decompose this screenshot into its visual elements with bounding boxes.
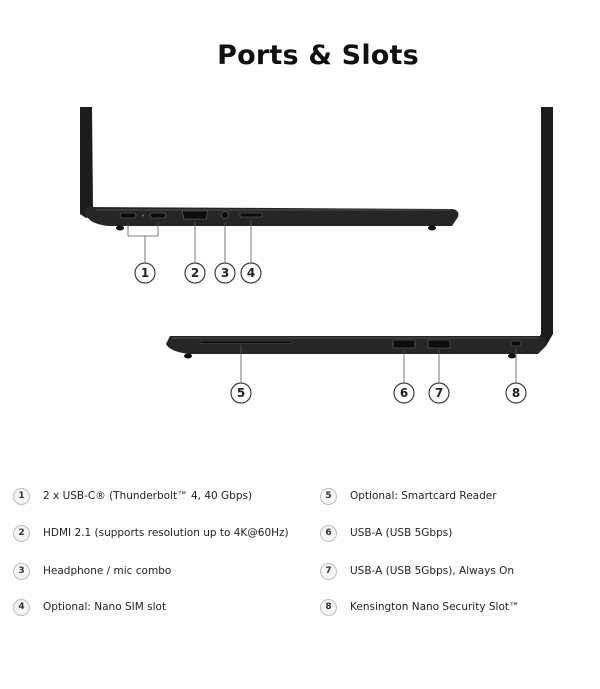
svg-text:6: 6 <box>400 386 408 400</box>
svg-text:5: 5 <box>237 386 245 400</box>
hdmi-port <box>181 210 209 220</box>
callout-1: 1 <box>134 262 156 284</box>
callout-2: 2 <box>184 262 206 284</box>
legend-item-3: 3 Headphone / mic combo <box>13 561 171 581</box>
svg-text:1: 1 <box>141 266 149 280</box>
left-view-base-edge <box>96 209 450 211</box>
left-view-foot-right <box>428 225 436 231</box>
legend-badge: 3 <box>13 562 30 580</box>
ports-diagram: 1 2 3 4 5 6 7 8 <box>80 107 553 404</box>
headphone-jack <box>221 211 229 219</box>
svg-text:4: 4 <box>247 266 255 280</box>
left-view-lid <box>80 107 98 218</box>
right-view-lid <box>536 107 553 346</box>
left-view-base <box>86 207 459 226</box>
laptop-right-side-view <box>166 107 553 359</box>
svg-text:3: 3 <box>221 266 229 280</box>
legend-text: Kensington Nano Security Slot™ <box>350 601 520 613</box>
leader-lines-top <box>127 220 252 262</box>
usb-a-port-2 <box>427 339 451 349</box>
kensington-slot <box>510 340 522 347</box>
callout-6: 6 <box>393 382 415 404</box>
svg-text:7: 7 <box>435 386 443 400</box>
legend-badge: 1 <box>13 487 30 505</box>
legend-text: Optional: Nano SIM slot <box>43 601 167 613</box>
legend-item-2: 2 HDMI 2.1 (supports resolution up to 4K… <box>13 523 289 543</box>
legend-item-5: 5 Optional: Smartcard Reader <box>320 486 497 506</box>
callout-4: 4 <box>240 262 262 284</box>
legend-text: Headphone / mic combo <box>43 565 172 577</box>
legend-item-8: 8 Kensington Nano Security Slot™ <box>320 597 520 617</box>
usb-c-port-left-1 <box>119 212 137 219</box>
legend-badge: 4 <box>13 598 30 616</box>
usb-a-port-1 <box>392 339 416 349</box>
legend-item-7: 7 USB-A (USB 5Gbps), Always On <box>320 561 514 581</box>
charging-led <box>142 214 144 217</box>
smartcard-slot <box>199 340 293 344</box>
callout-8: 8 <box>505 382 527 404</box>
legend-item-6: 6 USB-A (USB 5Gbps) <box>320 523 452 543</box>
svg-text:2: 2 <box>191 266 199 280</box>
callout-7: 7 <box>428 382 450 404</box>
page-title: Ports & Slots <box>217 40 419 71</box>
legend-text: Optional: Smartcard Reader <box>350 490 497 502</box>
legend-badge: 5 <box>320 487 337 505</box>
legend-badge: 6 <box>320 524 337 542</box>
legend-item-4: 4 Optional: Nano SIM slot <box>13 597 166 617</box>
callout-3: 3 <box>214 262 236 284</box>
legend-text: 2 x USB-C® (Thunderbolt™ 4, 40 Gbps) <box>43 490 253 502</box>
right-view-base-edge <box>172 337 538 339</box>
sim-slot <box>239 212 263 218</box>
legend-item-1: 1 2 x USB-C® (Thunderbolt™ 4, 40 Gbps) <box>13 486 252 506</box>
right-view-base <box>166 336 547 354</box>
leader-lines-bottom <box>240 345 517 382</box>
legend-text: USB-A (USB 5Gbps) <box>350 527 453 539</box>
usb-c-port-left-2 <box>149 212 167 219</box>
legend-text: HDMI 2.1 (supports resolution up to 4K@6… <box>43 527 289 539</box>
legend-badge: 8 <box>320 598 337 616</box>
legend-badge: 2 <box>13 524 30 542</box>
laptop-left-side-view <box>80 107 459 231</box>
right-view-foot-right <box>508 353 516 359</box>
svg-text:8: 8 <box>512 386 520 400</box>
legend-badge: 7 <box>320 562 337 580</box>
right-view-foot-left <box>184 353 192 359</box>
callout-5: 5 <box>230 382 252 404</box>
left-view-foot-left <box>116 225 124 231</box>
legend-text: USB-A (USB 5Gbps), Always On <box>350 565 515 577</box>
